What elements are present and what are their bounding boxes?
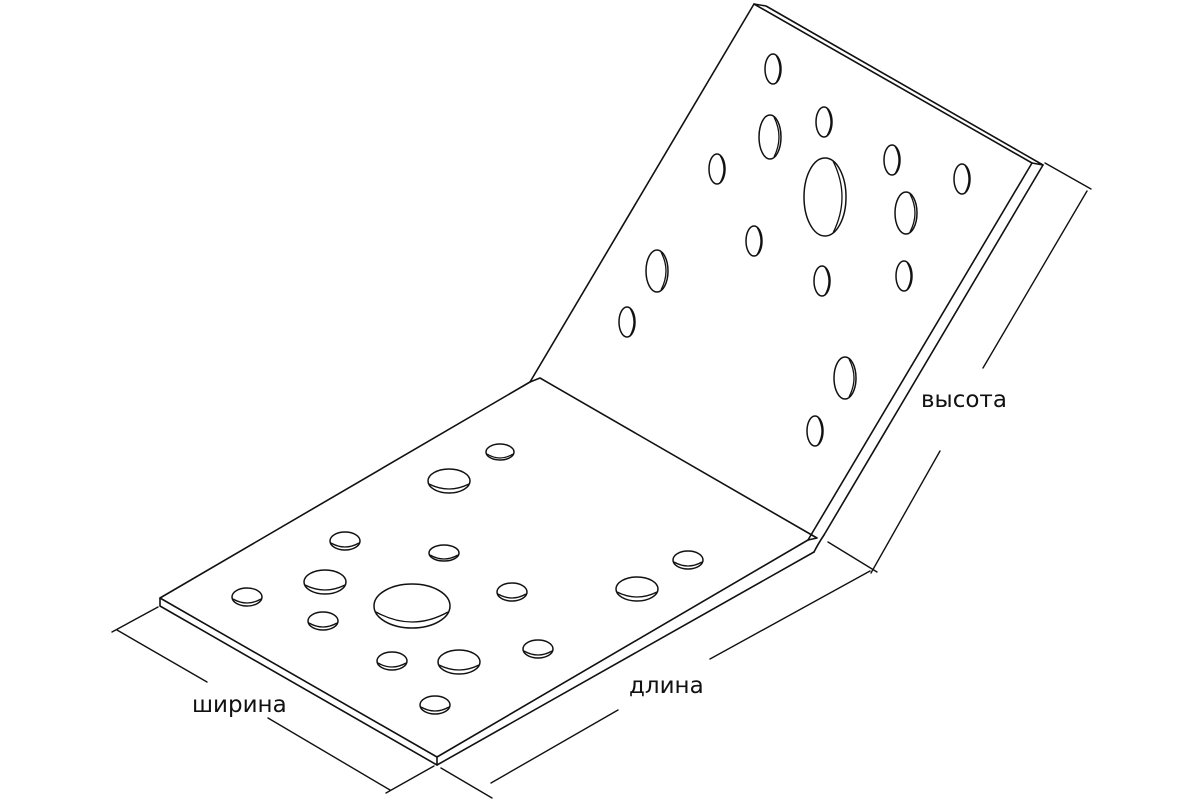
width-dimension-tick-left	[111, 606, 159, 633]
vertical-plate	[529, 3, 1044, 541]
outer-bend-curve	[813, 534, 825, 553]
hole	[307, 611, 339, 631]
length-dimension	[440, 570, 871, 799]
vertical-plate-holes	[618, 53, 971, 447]
hole	[522, 639, 554, 659]
width-dimension-line-left	[116, 629, 208, 683]
hole	[813, 265, 831, 297]
length-label: длина	[629, 673, 704, 699]
base-plate-front-thickness	[159, 597, 438, 766]
base-plate	[159, 381, 815, 766]
width-dimension-tick-right	[385, 765, 435, 794]
base-plate-right-thickness	[436, 551, 815, 766]
hole	[745, 225, 763, 257]
hole	[373, 583, 451, 629]
width-dimension-line-right	[267, 717, 391, 791]
hole	[894, 191, 918, 235]
hole	[437, 649, 481, 675]
hole	[806, 415, 824, 447]
hole	[427, 468, 471, 494]
inner-bend-line	[529, 377, 818, 541]
width-label: ширина	[192, 692, 287, 718]
hole	[833, 356, 857, 400]
length-dimension-tick-left	[440, 767, 493, 799]
hole	[953, 163, 971, 195]
hole	[758, 114, 782, 160]
hole	[815, 106, 833, 138]
hole	[708, 153, 726, 185]
hole	[803, 157, 847, 237]
hole	[672, 550, 704, 570]
length-dimension-line-right	[709, 570, 871, 660]
hole	[485, 443, 515, 461]
hole	[303, 569, 347, 595]
hole	[329, 531, 361, 551]
hole	[895, 260, 913, 292]
height-label: высота	[921, 387, 1007, 413]
height-dimension-line-upper	[982, 190, 1088, 369]
height-dimension-tick-top	[1044, 162, 1092, 190]
vertical-plate-top-thickness	[753, 3, 1044, 166]
hole	[231, 587, 263, 607]
hole	[376, 651, 408, 671]
height-dimension-tick-bottom	[827, 541, 878, 573]
vertical-plate-right-thickness	[823, 164, 1044, 536]
bend	[529, 377, 825, 553]
height-dimension-line-lower	[870, 450, 941, 574]
hole	[615, 576, 659, 602]
hole	[883, 144, 901, 176]
length-dimension-line-left	[490, 709, 619, 784]
base-plate-holes	[231, 443, 704, 715]
hole	[764, 53, 782, 85]
hole	[428, 544, 460, 562]
hole	[645, 249, 669, 293]
base-plate-outline	[159, 381, 809, 758]
height-dimension	[827, 162, 1092, 574]
hole	[618, 306, 636, 338]
width-dimension	[111, 606, 435, 794]
vertical-plate-outline	[529, 3, 1033, 541]
hole	[419, 695, 451, 715]
hole	[496, 582, 528, 602]
